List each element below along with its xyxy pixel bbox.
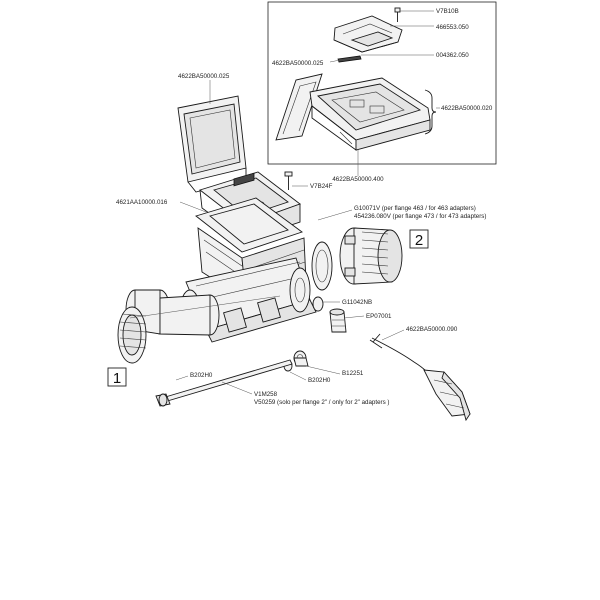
standing-lid — [177, 95, 247, 193]
label-v50259: V50259 (solo per flange 2" / only for 2"… — [254, 399, 389, 406]
leader-lines — [175, 10, 440, 395]
label-v7b10b: V7B10B — [436, 8, 459, 15]
assembly-bracket — [424, 89, 437, 135]
label-g10071v: G10071V (per flange 463 / for 463 adapte… — [354, 205, 476, 212]
label-004362-050: 004362.050 — [436, 52, 469, 59]
part-labels: V7B10B 466553.050 004362.050 4622BA50000… — [116, 8, 493, 406]
long-bolt-v1m258-icon — [155, 359, 293, 407]
label-b12251: B12251 — [342, 370, 364, 377]
nut-b12251-icon — [293, 350, 309, 367]
label-v7b24f: V7B24F — [310, 183, 333, 190]
seal-strip — [337, 55, 362, 63]
callout-number-1: 1 — [113, 370, 121, 387]
label-4622ba50000-020: 4622BA50000.020 — [441, 105, 493, 112]
label-v1m258: V1M258 — [254, 391, 278, 398]
callout-box-2: 2 — [409, 229, 429, 249]
detail-inset-frame — [267, 1, 497, 165]
label-4622ba50000-025-inset: 4622BA50000.025 — [272, 60, 324, 67]
label-4622ba50000-025: 4622BA50000.025 — [178, 73, 230, 80]
callout-box-1: 1 — [107, 367, 127, 387]
screw-v7b24f-icon — [284, 171, 293, 190]
inset-open-lid — [275, 73, 323, 141]
label-g11042nb: G11042NB — [342, 299, 372, 306]
label-454236-080v: 454236.080V (per flange 473 / for 473 ad… — [354, 213, 486, 220]
left-adapter — [117, 289, 281, 364]
label-4622ba50000-090: 4622BA50000.090 — [406, 326, 458, 333]
callout-number-2: 2 — [415, 232, 423, 249]
gasket-frame — [195, 197, 303, 253]
screw-v7b10b-icon — [394, 7, 401, 22]
label-4622ba50000-400: 4622BA50000.400 — [332, 176, 384, 183]
o-ring-g11042nb-icon — [312, 296, 324, 312]
signal-cable — [369, 333, 471, 422]
label-4621aa10000-016: 4621AA10000.016 — [116, 199, 168, 206]
inset-enclosure-base — [309, 77, 431, 151]
label-b202h0-right: B202H0 — [308, 377, 331, 384]
label-ep07001: EP07001 — [366, 313, 392, 320]
display-cover-plate — [333, 15, 403, 53]
right-adapter — [311, 227, 403, 291]
label-466553-050: 466553.050 — [436, 24, 469, 31]
cable-gland-ep07001 — [329, 308, 347, 333]
label-b202h0-left: B202H0 — [190, 372, 213, 379]
